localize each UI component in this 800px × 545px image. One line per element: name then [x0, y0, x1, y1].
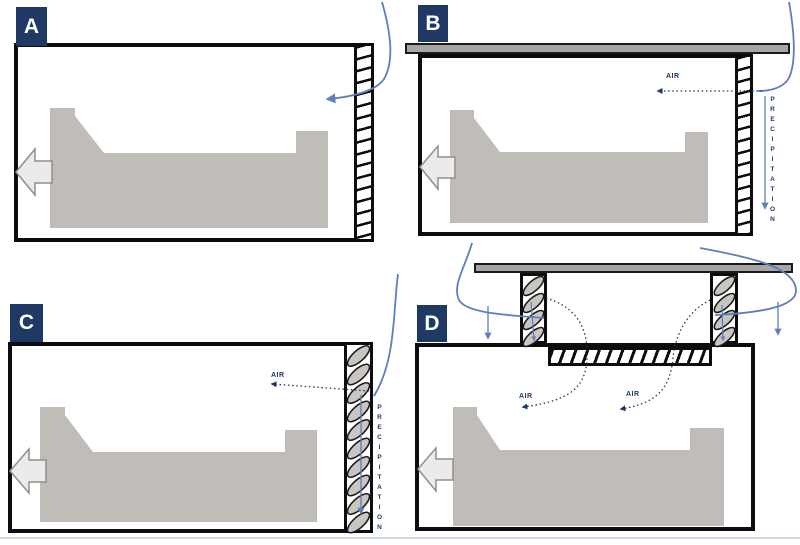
panel-d-air-right-text: AIR	[626, 391, 640, 398]
panel-a-house-box	[14, 43, 374, 242]
panel-a-label: A	[16, 7, 47, 46]
panel-b-label: B	[418, 5, 448, 42]
panel-c-louver-wall	[344, 342, 373, 533]
panel-c-house-box	[8, 342, 373, 533]
panel-a-sidewall-curtain	[354, 43, 374, 242]
panel-d-left-louver-shaft	[520, 273, 547, 344]
panel-b-air-text: AIR	[666, 73, 680, 80]
panel-d-right-louver-shaft	[710, 273, 738, 344]
panel-d-ceiling-inlet-grille	[548, 347, 712, 366]
panel-d-roof	[474, 263, 793, 273]
panel-d-house-box	[415, 343, 755, 531]
panel-c-label: C	[10, 304, 43, 342]
panel-c-air-text: AIR	[271, 372, 285, 379]
panel-c-precipitation-text: PRECIPITATION	[376, 404, 383, 534]
panel-b-precipitation-text: PRECIPITATION	[769, 96, 776, 226]
panel-b-roof-overhang	[405, 43, 790, 54]
bottom-divider-line	[0, 537, 800, 539]
panel-b-house-box	[418, 54, 753, 236]
panel-c-rain-deflection-curve	[373, 273, 399, 397]
panel-d-label: D	[417, 305, 447, 342]
panel-b-sidewall-curtain	[735, 54, 753, 236]
panel-d-air-left-text: AIR	[519, 393, 533, 400]
